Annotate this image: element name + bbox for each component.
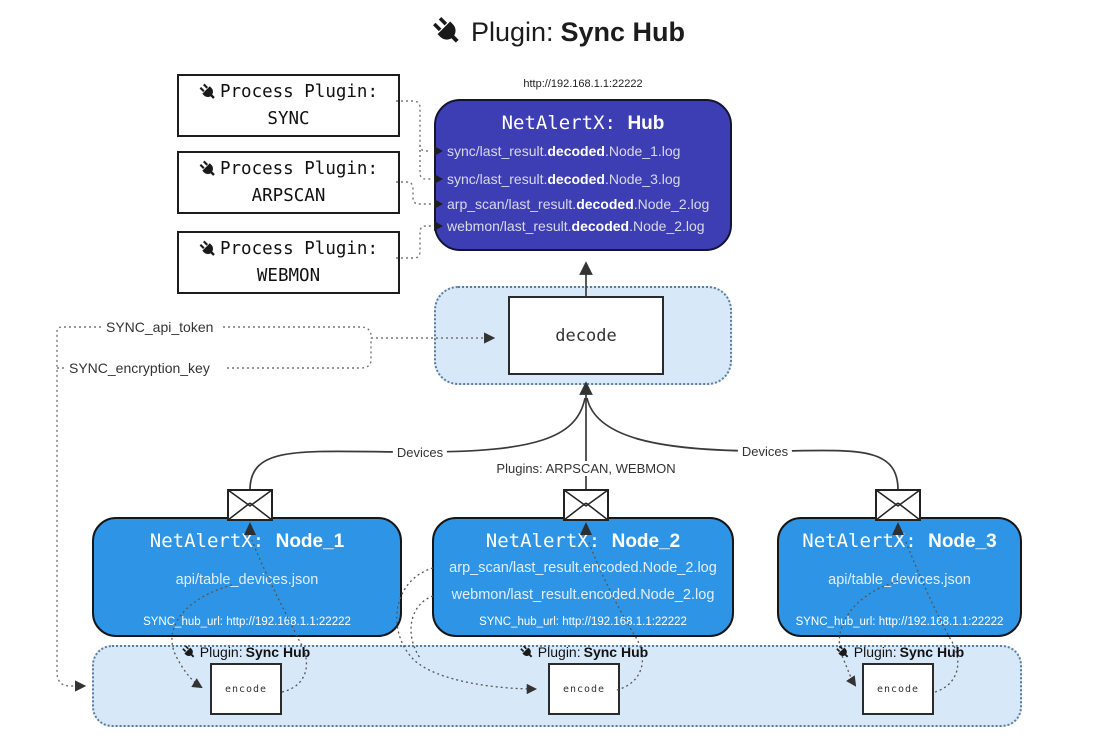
page-title: Plugin: Sync Hub xyxy=(0,16,1117,48)
hub-log-line: sync/last_result.decoded.Node_3.log xyxy=(434,171,681,187)
node-file: api/table_devices.json xyxy=(828,572,971,588)
log-prefix: sync/last_result. xyxy=(447,143,548,159)
decode-box: decode xyxy=(508,296,664,375)
hub-log-line: webmon/last_result.decoded.Node_2.log xyxy=(434,218,705,234)
node-file: api/table_devices.json xyxy=(175,572,319,588)
plug-icon xyxy=(520,645,535,660)
edge-node1-devices xyxy=(249,397,586,491)
edge-encryption-key xyxy=(227,338,372,369)
arrow-right-icon xyxy=(434,221,443,231)
plugin-label-bold: Sync Hub xyxy=(583,644,649,660)
plug-icon xyxy=(182,645,197,660)
plugin-label-prefix: Plugin: xyxy=(853,644,897,660)
log-bold: decoded xyxy=(571,218,630,234)
log-prefix: webmon/last_result. xyxy=(447,218,572,234)
process-plugin-box-webmon: Process Plugin: WEBMON xyxy=(177,231,400,294)
log-suffix: .Node_3.log xyxy=(604,171,681,187)
node-2-box: NetAlertX: Node_2 arp_scan/last_result.e… xyxy=(432,517,734,637)
log-prefix: arp_scan/last_result. xyxy=(447,196,577,212)
edge-arpscan-to-hub xyxy=(396,181,431,205)
log-suffix: .Node_1.log xyxy=(604,143,681,159)
edge-sync-to-hub-2 xyxy=(419,145,431,180)
edge-api-token xyxy=(223,326,372,338)
node-title: NetAlertX: Node_2 xyxy=(434,530,732,553)
plugin-label-prefix: Plugin: xyxy=(537,644,581,660)
process-plugin-name: WEBMON xyxy=(256,265,321,286)
process-plugin-name: SYNC xyxy=(267,108,310,129)
encode-box: encode xyxy=(548,663,620,715)
log-suffix: .Node_2.log xyxy=(633,196,710,212)
hub-title-bold: Hub xyxy=(627,113,665,134)
plugin-label-prefix: Plugin: xyxy=(199,644,243,660)
node-title-bold: Node_2 xyxy=(611,531,681,552)
plug-icon xyxy=(199,160,218,179)
sync-encryption-key-label: SYNC_encryption_key xyxy=(66,360,213,376)
node-title-bold: Node_1 xyxy=(275,531,345,552)
process-plugin-name: ARPSCAN xyxy=(251,185,326,206)
arrow-right-icon xyxy=(434,174,443,184)
log-prefix: sync/last_result. xyxy=(447,171,548,187)
sync-api-token-label: SYNC_api_token xyxy=(103,319,217,335)
process-plugin-box-sync: Process Plugin: SYNC xyxy=(177,74,400,137)
log-bold: decoded xyxy=(547,171,605,187)
process-plugin-label: Process Plugin: xyxy=(219,239,379,260)
node-1-box: NetAlertX: Node_1 api/table_devices.json… xyxy=(92,517,402,637)
arrow-right-icon xyxy=(434,199,443,209)
edge-label-plugins: Plugins: ARPSCAN, WEBMON xyxy=(492,461,680,476)
plugin-label-bold: Sync Hub xyxy=(245,644,311,660)
node-footer: SYNC_hub_url: http://192.168.1.1:22222 xyxy=(143,616,351,628)
node-3-box: NetAlertX: Node_3 api/table_devices.json… xyxy=(777,517,1022,637)
encode-plugin-label: Plugin: Sync Hub xyxy=(182,644,310,660)
hub-url-label: http://192.168.1.1:22222 xyxy=(523,78,643,90)
node-title-prefix: NetAlertX: xyxy=(149,530,276,552)
edge-label-devices-right: Devices xyxy=(737,444,793,459)
plug-icon xyxy=(199,240,218,259)
encode-box: encode xyxy=(210,663,282,715)
log-bold: decoded xyxy=(547,143,605,159)
encode-plugin-label: Plugin: Sync Hub xyxy=(520,644,648,660)
log-suffix: .Node_2.log xyxy=(629,218,705,234)
node-footer: SYNC_hub_url: http://192.168.1.1:22222 xyxy=(479,616,687,628)
hub-title: NetAlertX: Hub xyxy=(436,112,730,135)
page-title-prefix: Plugin: xyxy=(470,16,554,47)
edge-webmon-to-hub xyxy=(396,225,431,259)
node-file: webmon/last_result.encoded.Node_2.log xyxy=(451,587,715,603)
log-bold: decoded xyxy=(576,196,634,212)
node-title: NetAlertX: Node_3 xyxy=(779,530,1020,553)
process-plugin-label: Process Plugin: xyxy=(219,82,379,103)
node-title: NetAlertX: Node_1 xyxy=(94,530,400,553)
node-footer: SYNC_hub_url: http://192.168.1.1:22222 xyxy=(795,616,1004,628)
node-title-prefix: NetAlertX: xyxy=(802,530,929,552)
process-plugin-box-arpscan: Process Plugin: ARPSCAN xyxy=(177,151,400,214)
edge-label-devices-left: Devices xyxy=(392,445,448,460)
edge-sync-to-hub-1 xyxy=(396,100,431,152)
hub-box: NetAlertX: Hub sync/last_result.decoded.… xyxy=(434,99,732,251)
encode-box: encode xyxy=(862,663,934,715)
page-title-bold: Sync Hub xyxy=(560,16,686,47)
node-file: arp_scan/last_result.encoded.Node_2.log xyxy=(449,560,717,576)
process-plugin-label: Process Plugin: xyxy=(219,159,379,180)
hub-log-line: sync/last_result.decoded.Node_1.log xyxy=(434,143,681,159)
plug-icon xyxy=(199,83,218,102)
encode-plugin-label: Plugin: Sync Hub xyxy=(836,644,964,660)
node-title-bold: Node_3 xyxy=(928,531,997,552)
node-title-prefix: NetAlertX: xyxy=(485,530,612,552)
plug-icon xyxy=(836,645,851,660)
plug-icon xyxy=(432,16,464,48)
edge-key-to-encode-panel xyxy=(56,326,101,692)
plugin-label-bold: Sync Hub xyxy=(899,644,965,660)
hub-title-prefix: NetAlertX: xyxy=(501,112,628,134)
arrow-right-icon xyxy=(434,146,443,156)
hub-log-line: arp_scan/last_result.decoded.Node_2.log xyxy=(434,196,710,212)
